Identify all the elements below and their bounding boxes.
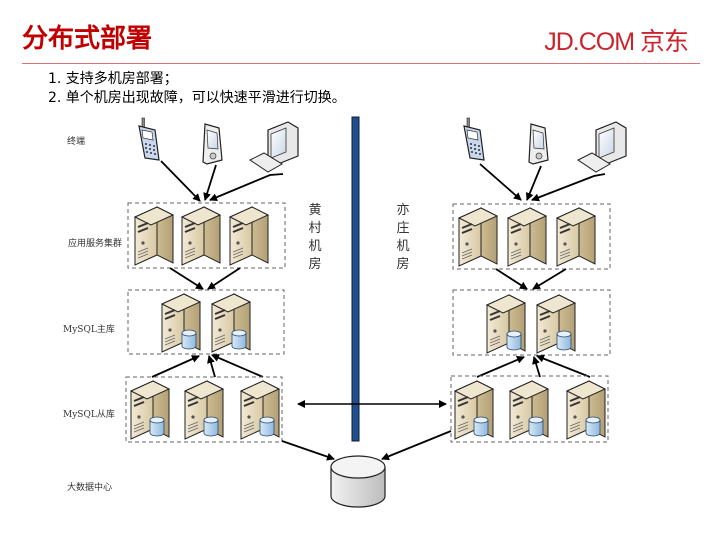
arrow-connector <box>525 165 542 201</box>
desktop-computer-icon <box>249 121 299 173</box>
datacenter-label-right: 亦庄机房 <box>396 203 410 272</box>
arrow-connector <box>281 440 335 461</box>
pda-icon <box>202 123 223 165</box>
app-server-icon <box>134 206 174 274</box>
app-server-icon <box>181 206 221 274</box>
desktop-computer-icon <box>577 121 627 173</box>
mysql-slave-group-right <box>450 375 609 443</box>
row-label-mysql-master: MySQL主库 <box>63 325 115 335</box>
row-label-app-cluster: 应用服务集群 <box>68 239 123 249</box>
row-label-terminal: 终端 <box>67 137 86 147</box>
arrow-connector <box>532 268 567 290</box>
db-server-icon <box>486 294 526 362</box>
app-server-icon <box>556 207 596 275</box>
row-label-big-data-center: 大数据中心 <box>67 483 113 493</box>
database-icon <box>231 329 247 350</box>
database-icon <box>473 416 489 437</box>
app-server-icon <box>458 207 498 275</box>
arrow-connector <box>211 354 264 378</box>
pda-icon <box>528 123 549 165</box>
arrow-connector <box>476 356 525 378</box>
app-cluster-group-left <box>127 202 286 269</box>
page-title: 分布式部署 <box>22 24 153 54</box>
database-icon <box>149 416 165 437</box>
datacenter-separator <box>351 116 360 442</box>
database-icon <box>585 416 601 437</box>
arrow-connector <box>536 354 591 378</box>
db-server-icon <box>454 380 494 448</box>
arrow-connector <box>160 160 201 202</box>
database-icon <box>259 416 275 437</box>
arrow-connector <box>495 268 528 290</box>
database-icon <box>203 416 219 437</box>
app-cluster-group-right <box>452 203 611 270</box>
database-icon <box>506 330 522 351</box>
bullet-list: 1. 支持多机房部署； 2. 单个机房出现故障，可以快速平滑进行切换。 <box>48 70 346 108</box>
db-server-icon <box>536 294 576 362</box>
header-divider <box>22 63 700 64</box>
db-server-icon <box>130 380 170 448</box>
arrow-connector <box>207 355 216 378</box>
bullet-item: 2. 单个机房出现故障，可以快速平滑进行切换。 <box>48 90 346 106</box>
mysql-master-group-left <box>127 289 285 355</box>
mobile-phone-icon <box>138 117 160 161</box>
db-server-icon <box>161 293 201 361</box>
mysql-slave-group-left <box>125 376 283 443</box>
app-server-icon <box>507 207 547 275</box>
big-data-center-icon <box>330 455 386 508</box>
db-server-icon <box>240 380 280 448</box>
database-icon <box>556 330 572 351</box>
db-server-icon <box>211 293 251 361</box>
arrow-connector <box>531 173 606 202</box>
arrow-connector <box>381 430 452 461</box>
db-server-icon <box>184 380 224 448</box>
arrow-connector <box>207 267 241 290</box>
db-server-icon <box>566 380 606 448</box>
arrow-connector <box>203 164 217 201</box>
arrow-connector <box>479 163 522 201</box>
arrow-connector <box>209 173 284 201</box>
arrow-connector <box>532 356 541 378</box>
database-icon <box>181 329 197 350</box>
bullet-item: 1. 支持多机房部署； <box>48 71 178 87</box>
arrow-connector <box>151 355 200 378</box>
app-server-icon <box>229 206 269 274</box>
mobile-phone-icon <box>463 117 485 161</box>
brand-logo: JD.COM 京东 <box>544 28 689 56</box>
datacenter-label-left: 黄村机房 <box>308 203 322 272</box>
db-server-icon <box>509 380 549 448</box>
database-icon <box>528 416 544 437</box>
row-label-mysql-slave: MySQL从库 <box>63 410 115 420</box>
mysql-master-group-right <box>452 289 611 356</box>
arrow-connector <box>169 267 204 290</box>
